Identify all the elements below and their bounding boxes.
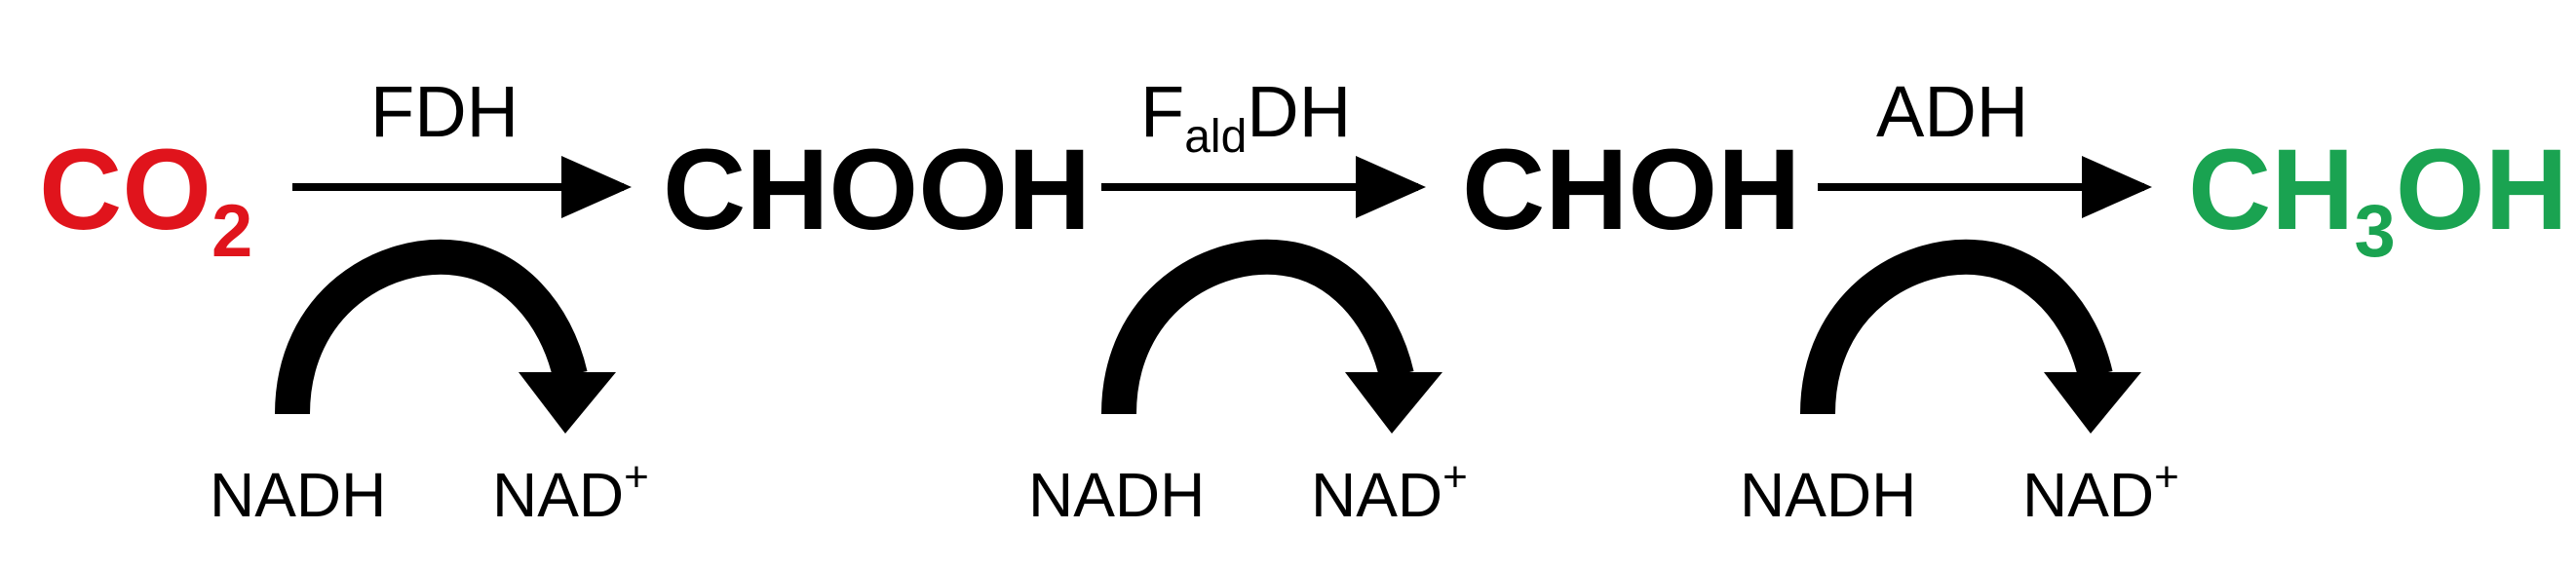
nad-base-2: NAD xyxy=(1311,460,1442,530)
molecule-choh: CHOH xyxy=(1462,126,1800,254)
cofactor-nadh-3: NADH xyxy=(1740,460,1916,530)
cofactor-nad-plus-2: NAD+ xyxy=(1311,453,1468,530)
nad-superscript-1: + xyxy=(624,453,649,501)
cofactor-nad-plus-1: NAD+ xyxy=(492,453,649,530)
nad-base-3: NAD xyxy=(2022,460,2154,530)
cofactor-nad-plus-3: NAD+ xyxy=(2022,453,2179,530)
faldh-post: DH xyxy=(1247,71,1351,152)
cofactor-curved-arrow-3 xyxy=(1800,239,2141,434)
enzyme-faldh: FaldDH xyxy=(1140,71,1351,163)
cofactor-nadh-1: NADH xyxy=(210,460,386,530)
molecule-co2: CO2 xyxy=(39,126,252,273)
faldh-subscript: ald xyxy=(1184,111,1247,163)
co2-base: CO xyxy=(39,126,211,254)
enzyme-fdh: FDH xyxy=(370,71,519,152)
nad-base-1: NAD xyxy=(492,460,624,530)
faldh-pre: F xyxy=(1140,71,1184,152)
molecule-chooh: CHOOH xyxy=(663,126,1091,254)
ch3oh-subscript: 3 xyxy=(2354,190,2395,273)
nad-superscript-3: + xyxy=(2154,453,2179,501)
co2-subscript: 2 xyxy=(211,190,252,273)
nad-superscript-2: + xyxy=(1442,453,1468,501)
molecule-ch3oh: CH3OH xyxy=(2188,126,2568,273)
cofactor-nadh-2: NADH xyxy=(1028,460,1205,530)
ch3oh-pre: CH xyxy=(2188,126,2354,254)
cofactor-curved-arrow-2 xyxy=(1101,239,1442,434)
enzyme-adh: ADH xyxy=(1876,71,2028,152)
cofactor-curved-arrow-1 xyxy=(275,239,616,434)
ch3oh-post: OH xyxy=(2396,126,2568,254)
